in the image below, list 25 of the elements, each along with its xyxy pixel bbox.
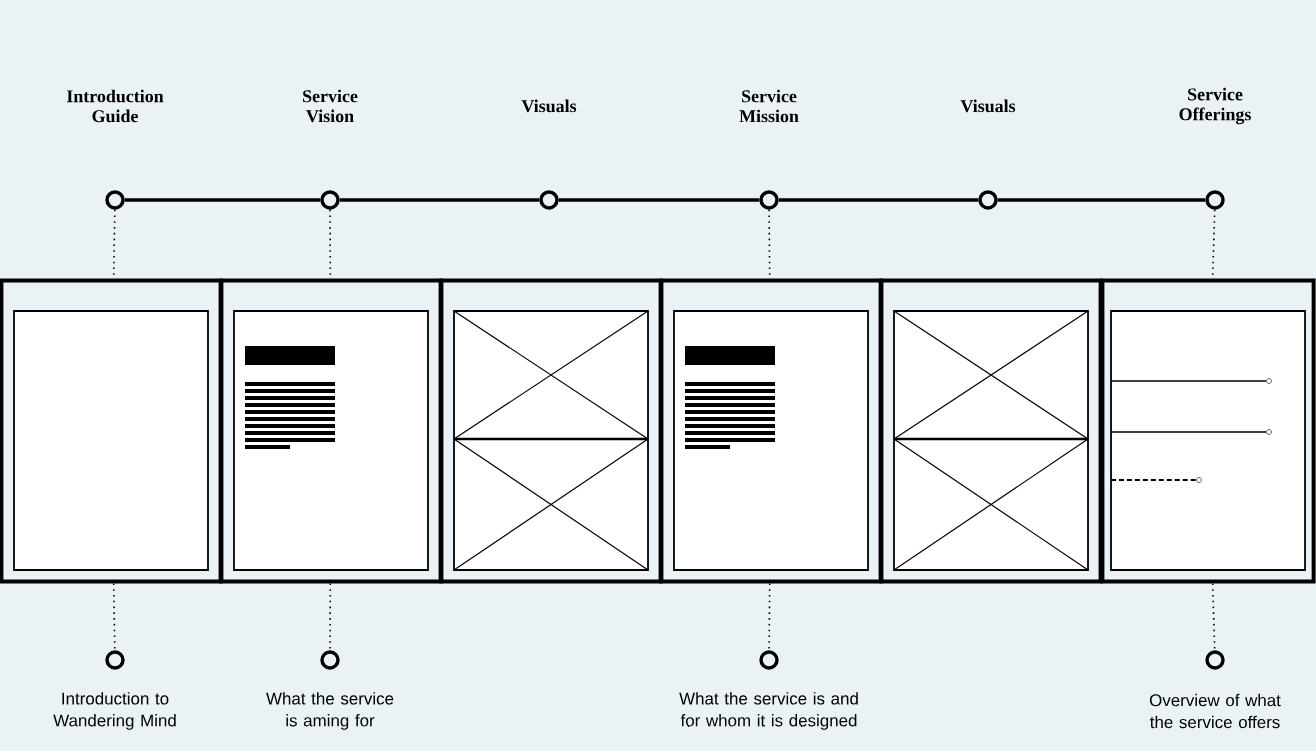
heading: Visuals [960,99,1016,113]
milestone-circle [759,190,779,210]
timeline-line [124,198,321,202]
description: Overview of what the service offers [1149,693,1281,729]
dotted-connector [768,582,771,652]
heading: Service Offerings [1179,87,1251,125]
dotted-connector [112,582,116,652]
description: Introduction to Wandering Mind [53,692,176,730]
timeline-line [997,198,1206,202]
dotted-connector [329,582,332,652]
dotted-connector [1211,582,1216,652]
heading: Service Mission [739,89,799,123]
description: What the service is and for whom it is designed [679,692,858,730]
timeline-line [558,198,760,202]
milestone-circle [539,190,559,210]
milestone-circle [105,190,125,210]
milestone-circle [978,190,998,210]
heading: Service Vision [303,89,358,123]
description: What the service is aming for [266,692,394,730]
timeline-line [339,198,540,202]
milestone-circle [1205,190,1225,210]
heading: Introduction Guide [66,89,164,123]
timeline-line [778,198,979,202]
milestone-circle [320,190,340,210]
heading: Visuals [521,99,577,113]
